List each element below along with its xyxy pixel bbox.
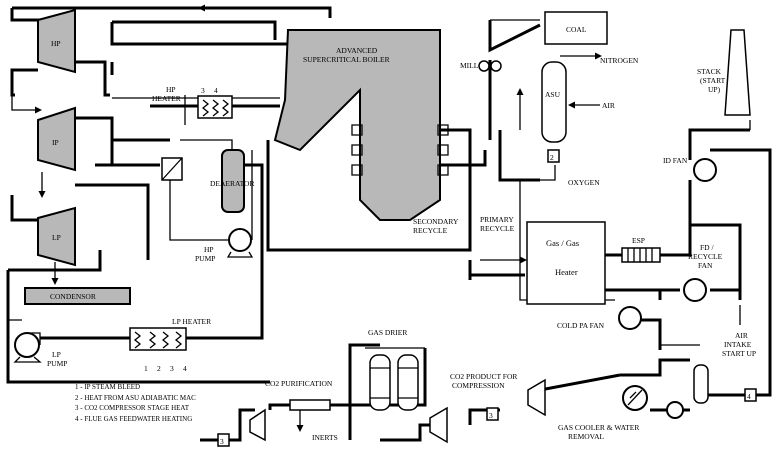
deaerator-label: DEAERATOR — [210, 179, 254, 188]
lp-heater-label: LP HEATER — [172, 317, 211, 326]
lp-heater: LP HEATER 1 2 3 4 — [129, 317, 211, 373]
hp-heater-num-3: 3 — [201, 86, 205, 95]
purification-marker-3: 3 — [220, 437, 224, 446]
co2-product: 3 CO2 PRODUCT FOR COMPRESSION — [450, 372, 517, 421]
gas-heater-label-1: Gas / Gas — [546, 238, 579, 248]
ip-turbine-label: IP — [52, 138, 59, 147]
supercritical-boiler: ADVANCED SUPERCRITICAL BOILER — [273, 29, 449, 221]
lp-pump: LP PUMP — [13, 332, 67, 368]
stack-label-3: UP) — [708, 85, 721, 94]
air-intake-label-2: INTAKE — [724, 340, 752, 349]
esp-label: ESP — [632, 236, 645, 245]
boiler-label-2: SUPERCRITICAL BOILER — [303, 55, 390, 64]
deaerator: DEAERATOR — [210, 149, 254, 213]
gas-cooler-marker-4: 4 — [747, 392, 751, 401]
fd-fan-label-1: FD / — [700, 243, 714, 252]
hp-pump-label-2: PUMP — [195, 254, 215, 263]
boiler-label-1: ADVANCED — [336, 46, 378, 55]
fd-fan-label-2: RECYCLE — [688, 252, 723, 261]
id-fan: ID FAN — [663, 156, 717, 182]
purification-compressor: 3 — [217, 408, 266, 447]
primary-recycle-label-2: RECYCLE — [480, 224, 515, 233]
lp-turbine: LP — [37, 206, 76, 267]
gas-cooler-label-1: GAS COOLER & WATER — [558, 423, 639, 432]
cold-pa-fan-label: COLD PA FAN — [557, 321, 605, 330]
id-fan-label: ID FAN — [663, 156, 688, 165]
coal-bunker: COAL — [544, 11, 608, 45]
nitrogen-label: NITROGEN — [600, 56, 639, 65]
hp-heater: 3 4 HP HEATER — [152, 85, 233, 119]
mill-label: MILL — [460, 61, 479, 70]
hp-turbine: HP — [37, 8, 76, 74]
air-label: AIR — [602, 101, 615, 110]
gas-cooler: 4 GAS COOLER & WATER REMOVAL — [558, 364, 757, 441]
co2-product-label-2: COMPRESSION — [452, 381, 505, 390]
co2-product-label-1: CO2 PRODUCT FOR — [450, 372, 517, 381]
co2-purification-label: CO2 PURIFICATION — [265, 379, 333, 388]
lp-heater-num-1: 1 — [144, 364, 148, 373]
inerts-label: INERTS — [312, 433, 338, 442]
lp-heater-num-3: 3 — [170, 364, 174, 373]
asu-label: ASU — [545, 90, 561, 99]
stack-label-1: STACK — [697, 67, 722, 76]
condensor: CONDENSOR — [24, 287, 131, 305]
gas-drier: GAS DRIER — [368, 328, 419, 411]
lp-pump-label-2: PUMP — [47, 359, 67, 368]
asu-marker-2: 2 — [550, 153, 554, 162]
air-intake-label-3: START UP — [722, 349, 756, 358]
cold-pa-fan: COLD PA FAN — [557, 306, 642, 330]
feed-heat-exchanger — [161, 157, 183, 181]
gas-drier-label: GAS DRIER — [368, 328, 407, 337]
lp-heater-num-2: 2 — [157, 364, 161, 373]
condensor-label: CONDENSOR — [50, 292, 96, 301]
legend: 1 - IP STEAM BLEED 2 - HEAT FROM ASU ADI… — [75, 383, 196, 423]
legend-item-2: 2 - HEAT FROM ASU ADIABATIC MAC — [75, 394, 196, 402]
hp-pump-label-1: HP — [204, 245, 214, 254]
ip-turbine: IP — [37, 106, 76, 172]
hp-heater-num-4: 4 — [214, 86, 218, 95]
oxygen-label: OXYGEN — [568, 178, 600, 187]
fd-fan-label-3: FAN — [698, 261, 713, 270]
co2-compressor-2 — [429, 406, 448, 444]
hp-pump: HP PUMP — [195, 228, 254, 263]
esp: ESP — [621, 236, 661, 263]
co2-marker-3: 3 — [489, 411, 493, 420]
hp-heater-label-2: HEATER — [152, 94, 181, 103]
stack: STACK (START UP) — [697, 29, 751, 116]
stack-label-2: (START — [700, 76, 726, 85]
legend-item-1: 1 - IP STEAM BLEED — [75, 383, 140, 391]
hp-turbine-label: HP — [51, 39, 61, 48]
hp-heater-label-1: HP — [166, 85, 176, 94]
lp-turbine-label: LP — [52, 233, 61, 242]
lp-heater-num-4: 4 — [183, 364, 187, 373]
gas-heater-label-2: Heater — [555, 267, 578, 277]
mill: MILL — [460, 60, 502, 72]
coal-label: COAL — [566, 25, 587, 34]
legend-item-4: 4 - FLUE GAS FEEDWATER HEATING — [75, 415, 192, 423]
asu: ASU 2 NITROGEN AIR OXYGEN — [541, 56, 639, 187]
lp-pump-label-1: LP — [52, 350, 61, 359]
air-intake-label-1: AIR — [735, 331, 748, 340]
fd-recycle-fan: FD / RECYCLE FAN — [683, 243, 723, 302]
co2-compressor-1 — [527, 378, 546, 417]
secondary-recycle-label-1: SECONDARY — [413, 217, 459, 226]
co2-purification: CO2 PURIFICATION INERTS — [265, 379, 338, 442]
legend-item-3: 3 - CO2 COMPRESSOR STAGE HEAT — [75, 404, 190, 412]
secondary-recycle-label-2: RECYCLE — [413, 226, 448, 235]
primary-recycle-label-1: PRIMARY — [480, 215, 514, 224]
gas-cooler-label-2: REMOVAL — [568, 432, 605, 441]
gas-gas-heater: Gas / Gas Heater — [526, 221, 606, 305]
